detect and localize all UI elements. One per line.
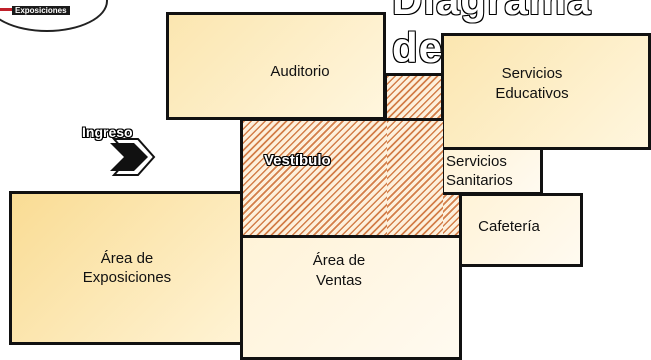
- room-auditorio: Auditorio: [166, 12, 386, 120]
- room-area-exposiciones: Área de Exposiciones: [9, 191, 243, 345]
- room-label: Cafetería: [478, 218, 540, 236]
- room-servicios-educativos: Servicios Educativos: [441, 33, 651, 150]
- room-label: Área de Ventas: [312, 252, 366, 289]
- chevron-right-icon: [110, 138, 156, 176]
- room-label: Servicios Educativos: [495, 65, 569, 102]
- logo: Exposiciones: [0, 0, 108, 32]
- room-label: Servicios Sanitarios: [446, 152, 513, 190]
- logo-stripe: [0, 8, 12, 11]
- vestibule-joint: [387, 121, 443, 235]
- room-label: Área de Exposiciones: [82, 249, 172, 287]
- room-label: Auditorio: [270, 63, 330, 81]
- entrance-label: Ingreso: [82, 124, 133, 140]
- room-label-vestibulo: Vestíbulo: [264, 152, 331, 169]
- room-cafeteria: Cafetería: [459, 193, 583, 267]
- logo-text: Exposiciones: [12, 6, 70, 15]
- room-area-ventas: Área de Ventas: [240, 235, 462, 360]
- page-title: Diagrama de: [392, 0, 590, 71]
- room-servicios-sanitarios: Servicios Sanitarios: [441, 147, 543, 195]
